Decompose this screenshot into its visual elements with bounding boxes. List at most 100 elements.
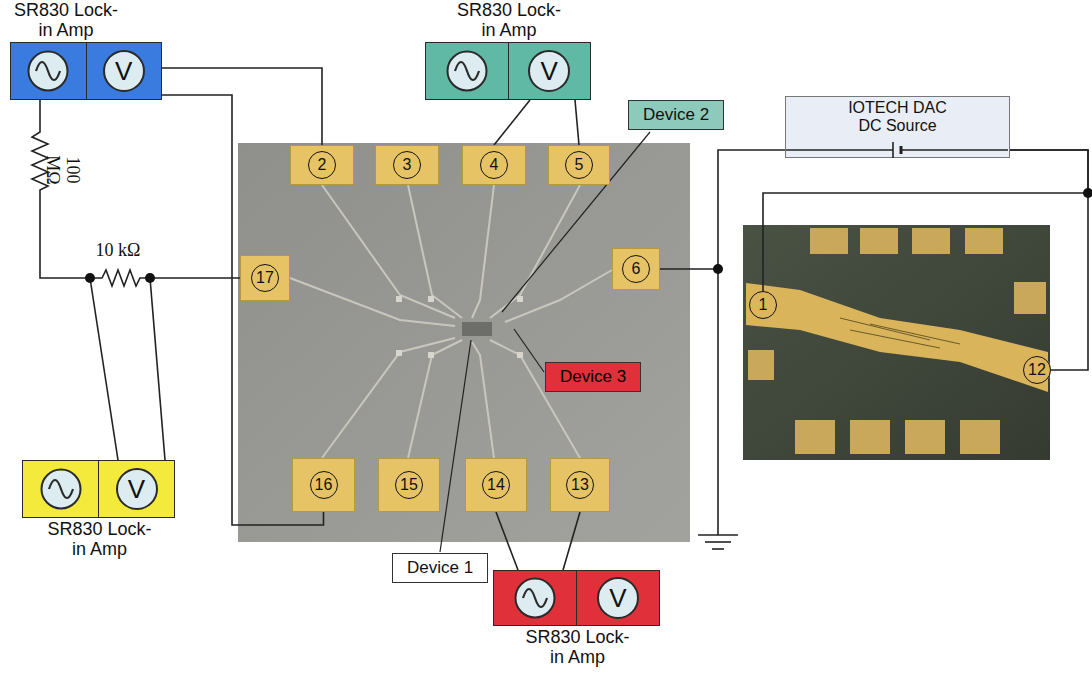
pad-number: 12 bbox=[1023, 356, 1051, 384]
meter-cell: V bbox=[508, 43, 591, 99]
wire bbox=[150, 278, 165, 460]
pad-number: 1 bbox=[749, 291, 777, 319]
wire bbox=[901, 149, 1008, 151]
pad bbox=[795, 420, 835, 454]
bond-pad: 5 bbox=[548, 145, 610, 185]
bond-pad: 6 bbox=[612, 248, 660, 290]
resistor-symbol bbox=[96, 270, 144, 286]
pad bbox=[850, 420, 890, 454]
bond-pad: 3 bbox=[375, 145, 439, 185]
bond-pad: 2 bbox=[290, 145, 354, 185]
device-area bbox=[462, 322, 492, 336]
chip-trace bbox=[490, 185, 580, 318]
battery-symbol bbox=[786, 142, 1008, 158]
ground-bar bbox=[712, 548, 724, 550]
wire bbox=[660, 150, 785, 269]
pad bbox=[965, 228, 1003, 254]
voltmeter-symbol: V bbox=[528, 50, 570, 92]
sine-wave bbox=[455, 62, 479, 80]
instrument-name: SR830 Lock-in Amp bbox=[523, 628, 633, 668]
instrument-name: IOTECH DAC DC Source bbox=[842, 99, 954, 136]
junction-dots bbox=[85, 188, 1092, 283]
chip-trace bbox=[322, 338, 455, 458]
pad-number: 17 bbox=[251, 264, 279, 292]
lock-in-amp: SR830 Lock-in AmpV bbox=[425, 42, 591, 100]
chip-trace bbox=[505, 270, 612, 322]
source-cell bbox=[23, 461, 98, 517]
wire-gap bbox=[96, 268, 144, 288]
pad bbox=[905, 420, 945, 454]
wire bbox=[162, 68, 322, 145]
meter-cell: V bbox=[86, 43, 162, 99]
lock-in-amp: SR830 Lock-in AmpV bbox=[493, 570, 660, 626]
chip-trace bbox=[490, 340, 580, 458]
chip-traces bbox=[290, 185, 612, 458]
symbol-ring bbox=[41, 470, 80, 509]
pad-number: 6 bbox=[622, 255, 650, 283]
ground-bar bbox=[705, 541, 731, 543]
device-name: Device 1 bbox=[407, 558, 473, 578]
ground-symbol bbox=[698, 269, 738, 549]
chip-photo bbox=[238, 143, 690, 542]
instrument-name: SR830 Lock-in Amp bbox=[11, 1, 121, 41]
pad-number: 16 bbox=[310, 471, 338, 499]
bond-pad: 4 bbox=[462, 145, 526, 185]
junction-dot bbox=[713, 264, 723, 274]
voltmeter-symbol: V bbox=[116, 468, 158, 510]
wire bbox=[763, 150, 1088, 291]
dc-source-box: IOTECH DAC DC Source bbox=[785, 96, 1010, 158]
contact bbox=[428, 296, 434, 302]
ground-bar bbox=[698, 534, 738, 536]
symbol-ring bbox=[516, 579, 555, 618]
wire bbox=[40, 100, 240, 278]
source-cell bbox=[11, 43, 86, 99]
chip-trace bbox=[408, 185, 462, 318]
voltmeter-symbol: V bbox=[597, 577, 639, 619]
wire bbox=[575, 100, 579, 145]
pad-number: 4 bbox=[480, 151, 508, 179]
pad-number: 3 bbox=[393, 151, 421, 179]
junction-dot bbox=[1083, 188, 1092, 198]
source-cell bbox=[494, 571, 576, 625]
pad bbox=[810, 228, 848, 254]
sine-wave bbox=[36, 62, 60, 80]
voltmeter-symbol: V bbox=[103, 50, 145, 92]
leader-line bbox=[514, 329, 544, 372]
wire bbox=[1010, 150, 1088, 370]
sine-wave bbox=[49, 480, 73, 498]
wire bbox=[496, 512, 518, 570]
contact bbox=[396, 350, 402, 356]
junction-dot bbox=[145, 273, 155, 283]
device-label: Device 1 bbox=[392, 553, 488, 583]
leader-line bbox=[440, 340, 471, 552]
sine-wave bbox=[523, 589, 547, 607]
texture-line bbox=[850, 330, 940, 348]
chip-contacts bbox=[396, 296, 523, 358]
bond-pad: 15 bbox=[378, 458, 440, 512]
device-label: Device 2 bbox=[628, 100, 724, 130]
symbol-ring bbox=[447, 52, 486, 91]
bond-pad: 17 bbox=[240, 255, 290, 301]
junction-dot bbox=[85, 273, 95, 283]
chip-trace bbox=[290, 278, 455, 326]
bond-pad: 14 bbox=[465, 458, 527, 512]
lock-in-amp: SR830 Lock-in AmpV bbox=[22, 460, 175, 518]
pad-number: 2 bbox=[308, 151, 336, 179]
gold-strip bbox=[746, 283, 1048, 392]
pad-number: 15 bbox=[395, 471, 423, 499]
resistor-value: 100 MΩ bbox=[43, 140, 83, 200]
pad-number: 14 bbox=[482, 471, 510, 499]
leader-lines bbox=[440, 132, 650, 552]
contact bbox=[517, 352, 523, 358]
pad bbox=[1014, 282, 1046, 314]
pad-number: 13 bbox=[566, 471, 594, 499]
yellow-probe-wires bbox=[90, 278, 165, 460]
wire bbox=[90, 278, 118, 460]
source-cell bbox=[426, 43, 508, 99]
bond-pad: 13 bbox=[550, 458, 610, 512]
sine-source-symbol bbox=[446, 50, 488, 92]
texture-line bbox=[870, 324, 960, 344]
device-name: Device 3 bbox=[560, 367, 626, 387]
